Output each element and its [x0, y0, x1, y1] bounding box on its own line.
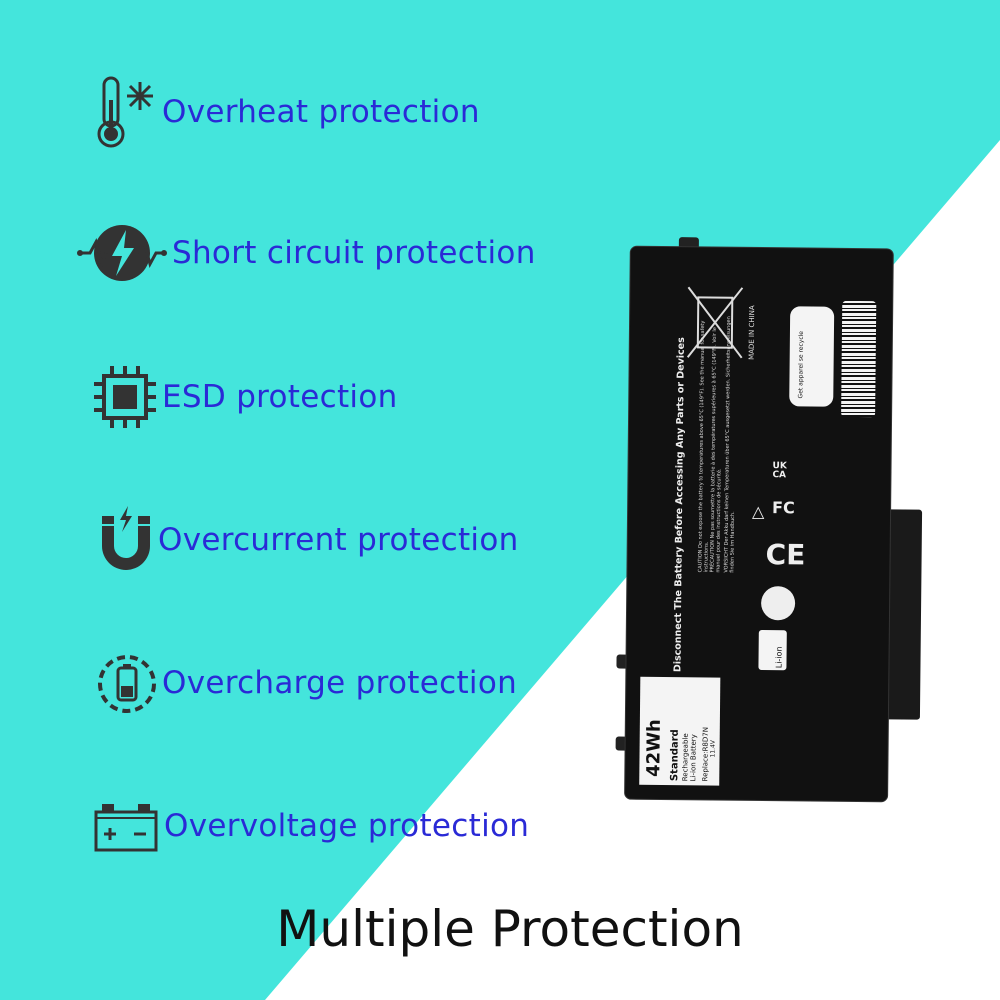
capacity-text: 42Wh — [643, 719, 665, 778]
chip-icon — [94, 366, 156, 428]
feature-label: Overcharge protection — [162, 665, 518, 701]
feature-short-circuit: Short circuit protection — [76, 220, 536, 286]
origin-text: MADE IN CHINA — [747, 305, 757, 360]
barcode — [841, 300, 877, 418]
weee-bin-icon — [686, 286, 744, 359]
feature-label: ESD protection — [162, 379, 398, 415]
lightning-circuit-icon — [77, 225, 167, 281]
recycle-text: Get apparel se recycle — [797, 330, 805, 399]
liion-text: Li-ion — [774, 646, 784, 669]
feature-esd: ESD protection — [92, 364, 398, 430]
type-sub2: Li-ion Battery — [689, 734, 698, 782]
feature-label: Overcurrent protection — [158, 522, 519, 558]
thermometer-snowflake-icon — [97, 76, 153, 148]
ce-mark: CE — [765, 538, 806, 572]
voltage-text: 11.4V — [709, 740, 717, 758]
feature-overcurrent: Overcurrent protection — [98, 506, 519, 574]
feature-overheat: Overheat protection — [96, 74, 480, 150]
feature-overcharge: Overcharge protection — [96, 650, 517, 716]
recycle-badge — [789, 306, 835, 407]
ukca-line-2: CA — [772, 470, 787, 481]
battery-charging-circle-icon — [98, 655, 156, 713]
type-text: Standard — [669, 729, 681, 782]
fcc-mark: FC — [772, 498, 795, 518]
footer-title: Multiple Protection — [276, 900, 744, 958]
car-battery-icon — [94, 804, 158, 852]
magnet-lightning-icon — [102, 506, 150, 570]
feature-label: Short circuit protection — [172, 235, 536, 271]
feature-overvoltage: Overvoltage protection — [94, 798, 529, 854]
warning-triangle-icon: △ — [751, 501, 765, 522]
laptop-battery-image: 42Wh Standard Rechargeable Li-ion Batter… — [615, 237, 923, 802]
certification-seal — [760, 586, 796, 621]
feature-label: Overvoltage protection — [164, 808, 530, 844]
feature-label: Overheat protection — [162, 94, 480, 130]
